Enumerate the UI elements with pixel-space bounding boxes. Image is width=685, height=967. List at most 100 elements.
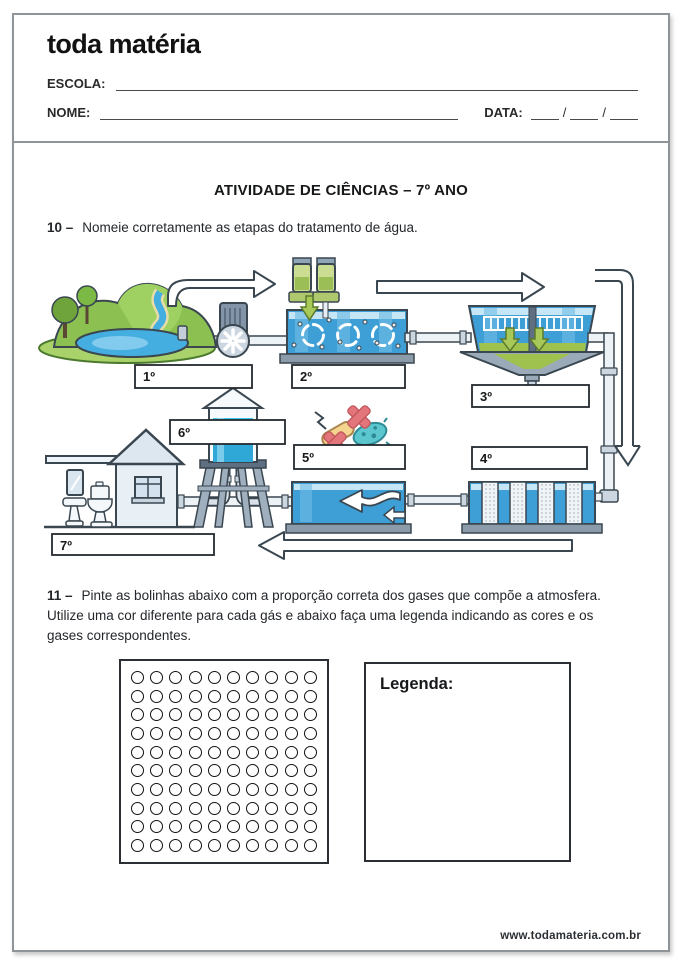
- date-month-line[interactable]: [570, 104, 599, 120]
- gas-dot[interactable]: [303, 708, 317, 722]
- gas-dot[interactable]: [131, 764, 145, 778]
- gas-dot[interactable]: [169, 745, 183, 759]
- gas-dot[interactable]: [284, 801, 298, 815]
- gas-dot[interactable]: [265, 745, 279, 759]
- gas-dot[interactable]: [246, 726, 260, 740]
- gas-dot[interactable]: [265, 689, 279, 703]
- gas-dot[interactable]: [284, 689, 298, 703]
- gas-dot[interactable]: [150, 839, 164, 853]
- gas-dot[interactable]: [265, 801, 279, 815]
- gas-dot[interactable]: [131, 839, 145, 853]
- gas-dot[interactable]: [303, 783, 317, 797]
- gas-dot[interactable]: [131, 689, 145, 703]
- gas-dot[interactable]: [169, 801, 183, 815]
- gas-dot[interactable]: [188, 745, 202, 759]
- gas-dot[interactable]: [303, 820, 317, 834]
- answer-box-6[interactable]: 6º: [169, 419, 286, 445]
- gas-dot[interactable]: [150, 745, 164, 759]
- date-year-line[interactable]: [610, 104, 638, 120]
- gas-dot[interactable]: [246, 820, 260, 834]
- gas-dot[interactable]: [188, 708, 202, 722]
- gas-dot[interactable]: [207, 820, 221, 834]
- gas-dot[interactable]: [227, 689, 241, 703]
- gas-dot[interactable]: [207, 726, 221, 740]
- name-write-line[interactable]: [100, 104, 459, 120]
- answer-box-1[interactable]: 1º: [134, 364, 253, 389]
- gas-dot[interactable]: [227, 801, 241, 815]
- gas-dot[interactable]: [246, 783, 260, 797]
- gas-dot[interactable]: [284, 783, 298, 797]
- gas-dot[interactable]: [265, 726, 279, 740]
- answer-box-4[interactable]: 4º: [471, 446, 588, 470]
- gas-dot[interactable]: [246, 764, 260, 778]
- school-write-line[interactable]: [115, 75, 638, 91]
- gas-dot[interactable]: [188, 670, 202, 684]
- gas-dot[interactable]: [227, 670, 241, 684]
- gas-dot[interactable]: [169, 726, 183, 740]
- gas-dot[interactable]: [284, 820, 298, 834]
- gas-dot[interactable]: [303, 726, 317, 740]
- gas-dot[interactable]: [303, 801, 317, 815]
- gas-dot[interactable]: [303, 839, 317, 853]
- gas-dot[interactable]: [284, 745, 298, 759]
- gas-dot[interactable]: [246, 689, 260, 703]
- gas-dot[interactable]: [150, 820, 164, 834]
- gas-dot[interactable]: [150, 726, 164, 740]
- gas-dot[interactable]: [188, 839, 202, 853]
- gas-dot[interactable]: [265, 839, 279, 853]
- gas-dot[interactable]: [207, 708, 221, 722]
- gas-dot[interactable]: [150, 764, 164, 778]
- gas-dot[interactable]: [265, 820, 279, 834]
- answer-box-7[interactable]: 7º: [51, 533, 215, 556]
- gas-dot[interactable]: [207, 745, 221, 759]
- gas-dot[interactable]: [207, 689, 221, 703]
- gas-dot[interactable]: [265, 670, 279, 684]
- gas-dot[interactable]: [227, 708, 241, 722]
- gas-dot[interactable]: [265, 764, 279, 778]
- gas-dot[interactable]: [169, 764, 183, 778]
- gas-dot[interactable]: [169, 670, 183, 684]
- gas-dot[interactable]: [303, 670, 317, 684]
- gas-dot[interactable]: [188, 726, 202, 740]
- gas-dot[interactable]: [131, 708, 145, 722]
- gas-dot[interactable]: [303, 689, 317, 703]
- answer-box-5[interactable]: 5º: [293, 444, 406, 470]
- gas-dot[interactable]: [188, 801, 202, 815]
- gas-dot[interactable]: [265, 708, 279, 722]
- gas-dot[interactable]: [284, 839, 298, 853]
- gas-dot[interactable]: [150, 783, 164, 797]
- gas-dot[interactable]: [246, 670, 260, 684]
- gas-dot[interactable]: [227, 764, 241, 778]
- gas-dot[interactable]: [131, 726, 145, 740]
- gas-dot[interactable]: [265, 783, 279, 797]
- gas-dot[interactable]: [169, 839, 183, 853]
- gas-dot[interactable]: [227, 726, 241, 740]
- gas-dot[interactable]: [188, 783, 202, 797]
- gas-dot[interactable]: [207, 764, 221, 778]
- gas-dot[interactable]: [227, 745, 241, 759]
- gas-dot[interactable]: [131, 820, 145, 834]
- legend-box[interactable]: Legenda:: [364, 662, 571, 862]
- answer-box-3[interactable]: 3º: [471, 384, 590, 408]
- answer-box-2[interactable]: 2º: [291, 364, 406, 389]
- gas-dot[interactable]: [188, 764, 202, 778]
- gas-dot[interactable]: [150, 689, 164, 703]
- gas-dot[interactable]: [207, 839, 221, 853]
- gas-dot[interactable]: [284, 764, 298, 778]
- gas-dot[interactable]: [284, 726, 298, 740]
- gas-dot[interactable]: [227, 783, 241, 797]
- gas-dot[interactable]: [246, 745, 260, 759]
- gas-dot[interactable]: [131, 745, 145, 759]
- gas-dot[interactable]: [169, 708, 183, 722]
- gas-dot[interactable]: [246, 708, 260, 722]
- gas-dot[interactable]: [284, 670, 298, 684]
- gas-dot[interactable]: [131, 783, 145, 797]
- gas-dot[interactable]: [150, 670, 164, 684]
- gas-dot[interactable]: [131, 801, 145, 815]
- gas-dot[interactable]: [169, 820, 183, 834]
- gas-dot[interactable]: [188, 689, 202, 703]
- gas-dot[interactable]: [246, 801, 260, 815]
- gas-dot[interactable]: [246, 839, 260, 853]
- gas-dot[interactable]: [150, 801, 164, 815]
- gas-dot[interactable]: [188, 820, 202, 834]
